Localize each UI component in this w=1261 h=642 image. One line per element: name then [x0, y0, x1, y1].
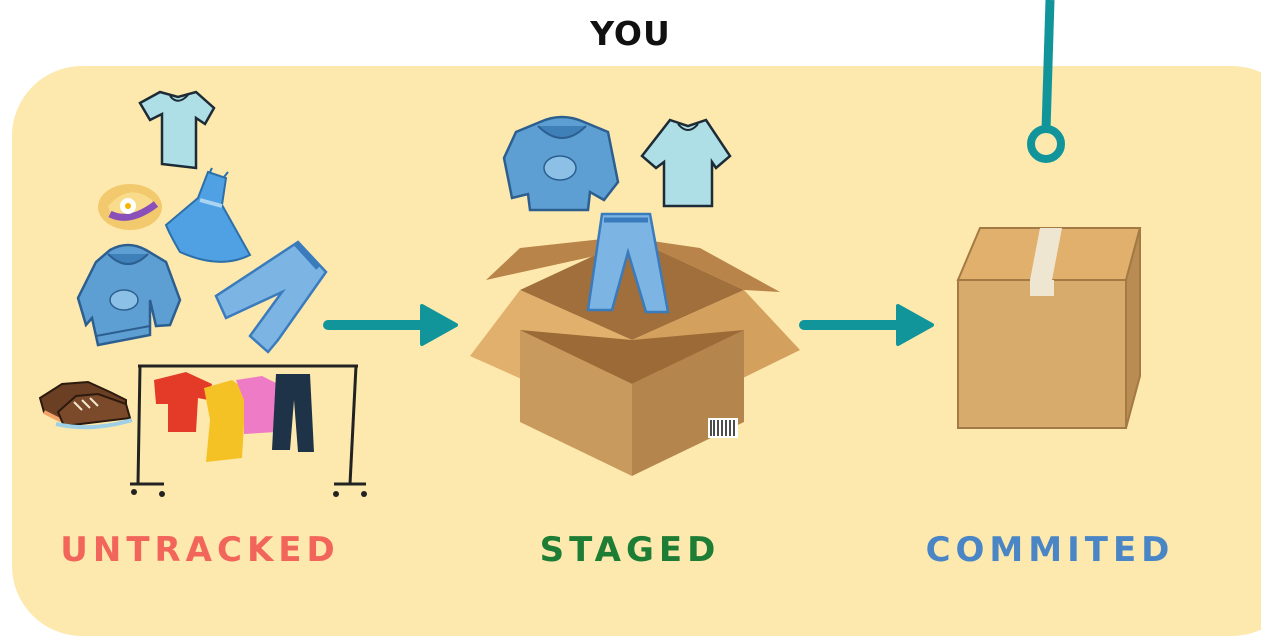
page-title: YOU — [0, 14, 1261, 53]
stage-label-untracked: UNTRACKED — [20, 530, 380, 570]
hoodie-icon — [504, 117, 618, 210]
hat-icon — [98, 184, 162, 230]
stage-label-commited: COMMITED — [860, 530, 1240, 570]
stage-label-staged: STAGED — [450, 530, 810, 570]
closed-box-icon — [958, 228, 1140, 428]
